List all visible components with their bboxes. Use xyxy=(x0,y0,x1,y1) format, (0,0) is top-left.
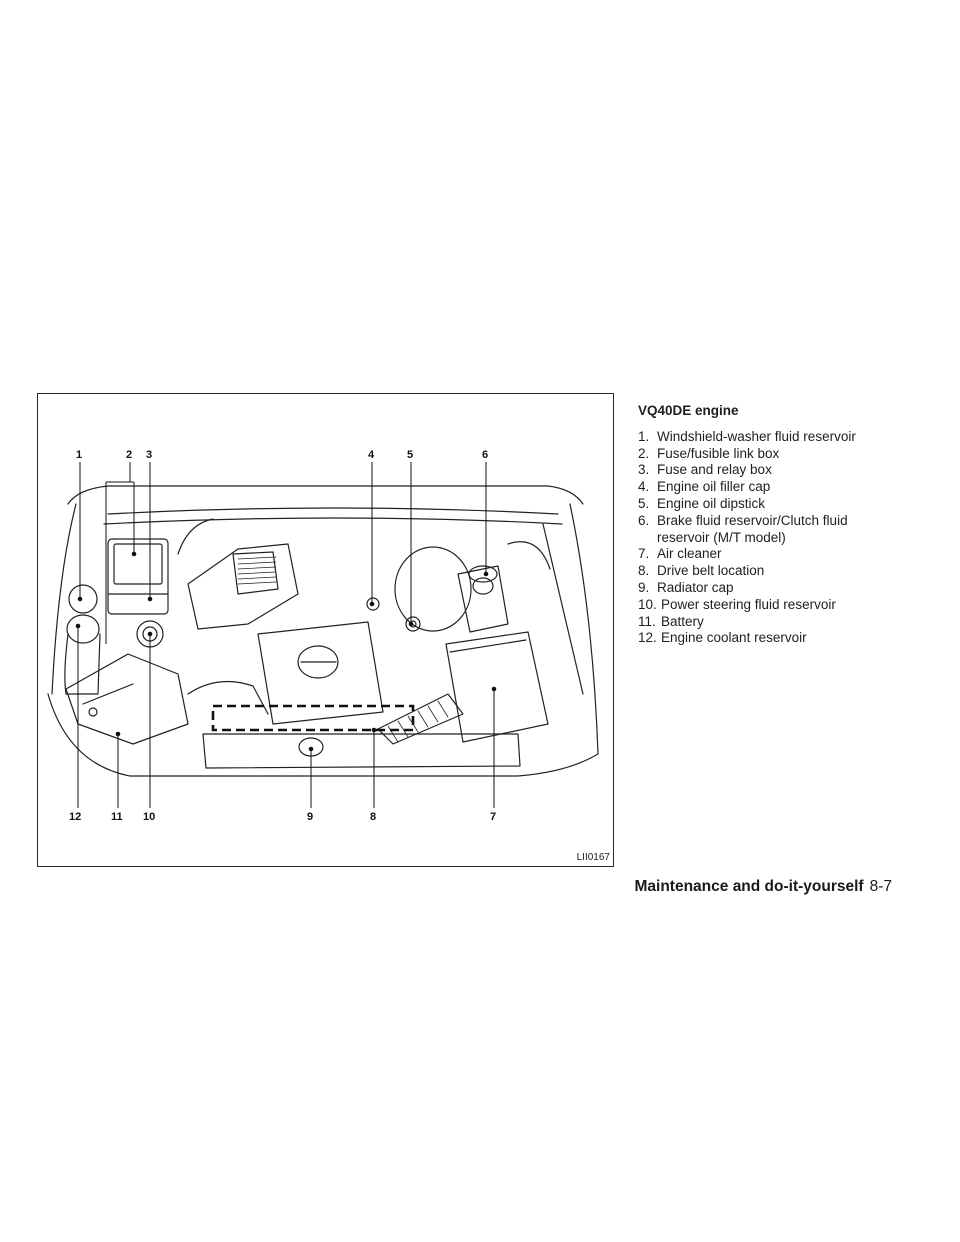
legend-item-text: Engine coolant reservoir xyxy=(661,630,807,646)
legend-item-text: Brake fluid reservoir/Clutch fluid reser… xyxy=(657,512,848,545)
page-number: 8-7 xyxy=(869,878,892,895)
callout-1: 1 xyxy=(76,449,83,461)
legend-item: 5. Engine oil dipstick xyxy=(638,496,938,513)
legend-item-text: Engine oil dipstick xyxy=(657,495,766,511)
callout-2: 2 xyxy=(126,449,133,461)
legend-item-text: Radiator cap xyxy=(657,579,734,595)
callout-3: 3 xyxy=(146,449,153,461)
legend-item-text: Fuse/fusible link box xyxy=(657,445,780,461)
legend-item: 1. Windshield-washer fluid reservoir xyxy=(638,429,938,446)
legend-item-number: 5. xyxy=(638,495,650,511)
callout-12: 12 xyxy=(69,811,82,823)
legend-item-text: Engine oil filler cap xyxy=(657,479,771,495)
engine-compartment-figure: 1 2 3 4 5 6 12 11 10 9 8 7 LII0167 xyxy=(37,393,614,867)
legend-item-number: 2. xyxy=(638,445,650,461)
legend-item: 7. Air cleaner xyxy=(638,546,938,563)
legend-item: 11. Battery xyxy=(638,614,938,631)
legend-item: 9. Radiator cap xyxy=(638,580,938,597)
legend-item: 3. Fuse and relay box xyxy=(638,462,938,479)
legend-item: 10.Power steering fluid reservoir xyxy=(638,597,938,614)
legend-list: 1. Windshield-washer fluid reservoir 2. Fu… xyxy=(638,429,938,647)
engine-illustration xyxy=(47,462,599,808)
callout-11: 11 xyxy=(111,811,123,823)
legend-item-number: 7. xyxy=(638,546,650,562)
callout-10: 10 xyxy=(143,811,156,823)
legend-title: VQ40DE engine xyxy=(638,403,739,418)
legend-item-number: 8. xyxy=(638,563,650,579)
legend-item-text: Power steering fluid reservoir xyxy=(661,596,836,612)
legend-item-text: Fuse and relay box xyxy=(657,462,772,478)
callout-4: 4 xyxy=(368,449,375,461)
component-legend: VQ40DE engine 1. Windshield-washer fluid … xyxy=(638,403,938,647)
legend-item-number: 3. xyxy=(638,462,650,478)
legend-item-number: 10. xyxy=(638,596,657,612)
legend-item-text: Air cleaner xyxy=(657,546,722,562)
figure-code: LII0167 xyxy=(576,852,610,863)
legend-item: 2. Fuse/fusible link box xyxy=(638,446,938,463)
callout-7: 7 xyxy=(490,811,497,823)
callout-8: 8 xyxy=(370,811,377,823)
legend-item-number: 6. xyxy=(638,512,650,528)
page-footer: Maintenance and do-it-yourself 8-7 xyxy=(635,878,893,896)
legend-item: 6. Brake fluid reservoir/Clutch fluid res… xyxy=(638,513,892,547)
legend-item-number: 9. xyxy=(638,579,650,595)
callout-6: 6 xyxy=(482,449,489,461)
legend-item: 8. Drive belt location xyxy=(638,563,938,580)
legend-item-text: Windshield-washer fluid reservoir xyxy=(657,428,856,444)
legend-item-text: Drive belt location xyxy=(657,563,765,579)
legend-item-text: Battery xyxy=(661,613,704,629)
legend-item: 12.Engine coolant reservoir xyxy=(638,630,938,647)
section-title: Maintenance and do-it-yourself xyxy=(634,878,864,895)
legend-item-number: 11. xyxy=(638,613,656,629)
callout-9: 9 xyxy=(307,811,314,823)
legend-item-number: 1. xyxy=(638,428,650,444)
legend-item: 4. Engine oil filler cap xyxy=(638,479,938,496)
callout-5: 5 xyxy=(407,449,414,461)
legend-item-number: 12. xyxy=(638,630,657,646)
legend-item-number: 4. xyxy=(638,479,650,495)
